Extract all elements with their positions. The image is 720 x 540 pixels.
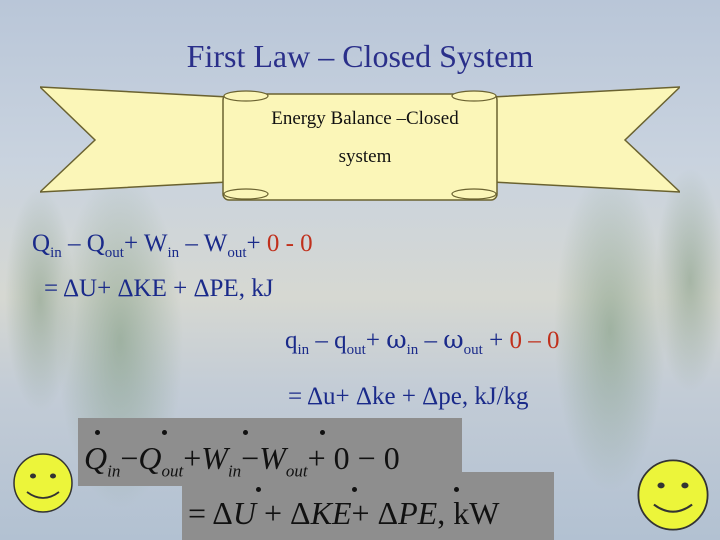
rate-equation-box-bottom [182, 472, 554, 540]
rate-dot [95, 430, 100, 435]
energy-balance-kj-line1: Qin – Qout+ Win – Wout+ 0 - 0 [32, 230, 313, 261]
banner-line2: system [338, 146, 392, 167]
slide-title: First Law – Closed System [186, 38, 534, 74]
zero-terms: 0 - 0 [266, 230, 313, 257]
rate-dot [243, 430, 248, 435]
rate-dot [352, 487, 357, 492]
banner-line1: Energy Balance –Closed [271, 108, 459, 129]
smiley-face-icon [13, 453, 73, 513]
rate-equation-line2: = ΔU + ΔKE+ ΔPE, kW [188, 495, 500, 531]
rate-dot [162, 430, 167, 435]
energy-balance-kjkg-line2: = Δu+ Δke + Δpe, kJ/kg [288, 383, 529, 410]
energy-balance-kj-line2: = ΔU+ ΔKE + ΔPE, kJ [44, 275, 274, 302]
rate-dot [454, 487, 459, 492]
energy-balance-kjkg-line1: qin – qout+ ωin – ωout + 0 – 0 [285, 325, 560, 358]
banner-text: Energy Balance –Closed system [225, 100, 505, 176]
zero-terms: 0 – 0 [509, 327, 560, 354]
rate-dot [256, 487, 261, 492]
smiley-face-icon [637, 459, 709, 531]
scroll-banner-icon [40, 86, 680, 201]
rate-dot [320, 430, 325, 435]
rate-equation-line1: Qin−Qout+Win−Wout+ 0 − 0 [84, 440, 400, 481]
